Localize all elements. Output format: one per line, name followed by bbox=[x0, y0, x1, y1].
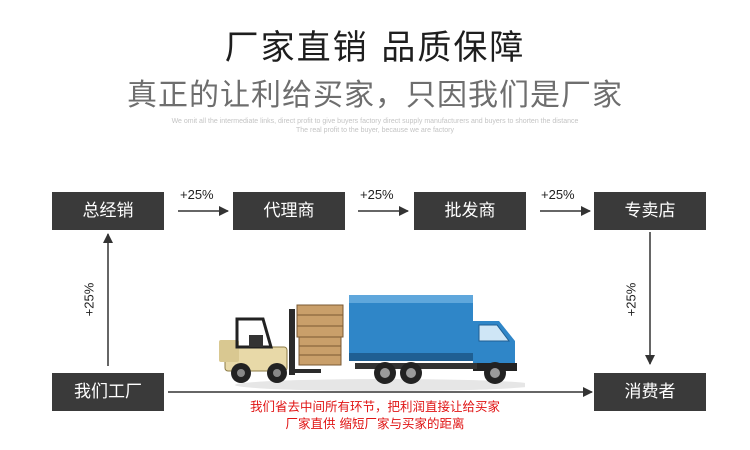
box-factory: 我们工厂 bbox=[52, 373, 164, 411]
markup-label-right-vertical: +25% bbox=[623, 282, 639, 317]
note-line-1: 我们省去中间所有环节，把利润直接让给买家 bbox=[249, 399, 500, 414]
truck-icon bbox=[349, 295, 517, 384]
faint-english-line-1: We omit all the intermediate links, dire… bbox=[171, 118, 579, 125]
markup-label-1: +25% bbox=[180, 187, 214, 202]
faint-english-line-2: The real profit to the buyer, because we… bbox=[296, 127, 454, 134]
markup-label-2: +25% bbox=[360, 187, 394, 202]
markup-label-3: +25% bbox=[541, 187, 575, 202]
box-wholesaler: 批发商 bbox=[414, 192, 526, 230]
box-consumer: 消费者 bbox=[594, 373, 706, 411]
box-store: 专卖店 bbox=[594, 192, 706, 230]
subtitle: 真正的让利给买家，只因我们是厂家 bbox=[127, 78, 623, 113]
wooden-crates bbox=[296, 304, 344, 366]
ground-shadow bbox=[235, 379, 525, 391]
box-distributor: 总经销 bbox=[52, 192, 164, 230]
box-agent: 代理商 bbox=[233, 192, 345, 230]
note-line-2: 厂家直供 缩短厂家与买家的距离 bbox=[285, 416, 465, 431]
truck-forklift-illustration bbox=[219, 295, 525, 391]
main-title: 厂家直销 品质保障 bbox=[224, 28, 526, 68]
forklift-icon bbox=[219, 309, 321, 383]
markup-label-left-vertical: +25% bbox=[81, 282, 97, 317]
